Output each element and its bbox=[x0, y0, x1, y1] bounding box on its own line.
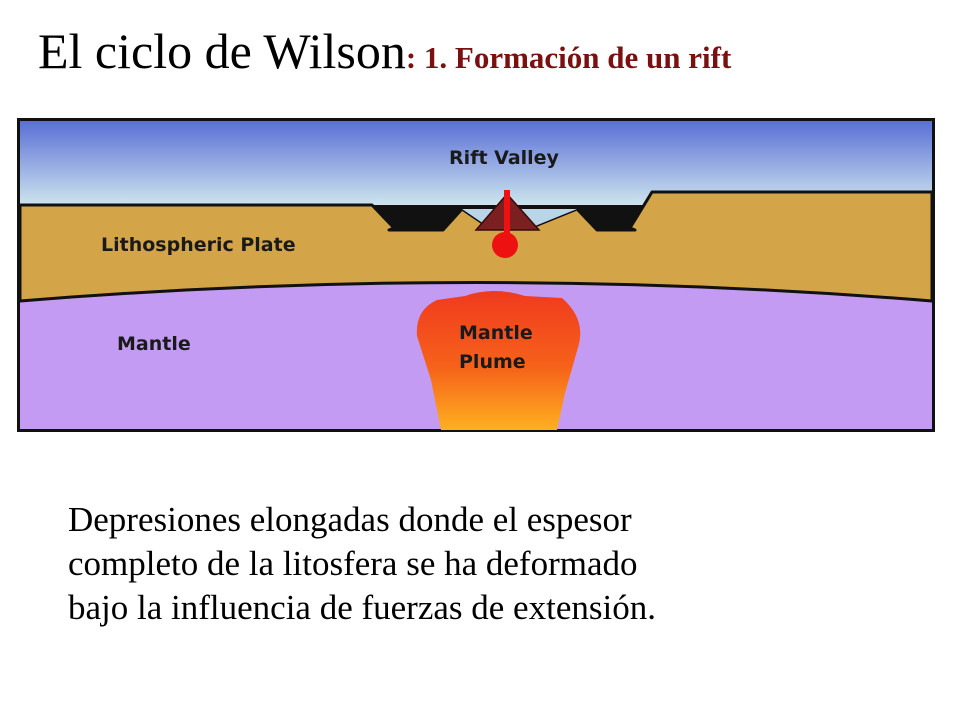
volcano-conduit bbox=[504, 190, 510, 236]
rift-diagram: Rift Valley Lithospheric Plate Mantle Ma… bbox=[17, 118, 935, 432]
description-text: Depresiones elongadas donde el espesor c… bbox=[68, 498, 928, 630]
label-rift-valley: Rift Valley bbox=[449, 147, 560, 169]
description-line-3: bajo la influencia de fuerzas de extensi… bbox=[68, 588, 656, 627]
label-mantle: Mantle bbox=[117, 333, 191, 355]
label-mantle-plume-line1: Mantle bbox=[459, 322, 533, 344]
title-subtitle: : 1. Formación de un rift bbox=[405, 40, 732, 75]
title-main: El ciclo de Wilson bbox=[38, 23, 406, 79]
label-lithospheric-plate: Lithospheric Plate bbox=[101, 234, 296, 256]
label-mantle-plume-line2: Plume bbox=[459, 351, 526, 373]
description-line-1: Depresiones elongadas donde el espesor bbox=[68, 500, 632, 539]
mantle-plume bbox=[416, 291, 581, 430]
description-line-2: completo de la litosfera se ha deformado bbox=[68, 544, 638, 583]
slide-title: El ciclo de Wilson: 1. Formación de un r… bbox=[38, 26, 731, 76]
magma-chamber bbox=[492, 232, 518, 258]
rift-diagram-svg: Rift Valley Lithospheric Plate Mantle Ma… bbox=[17, 118, 935, 432]
